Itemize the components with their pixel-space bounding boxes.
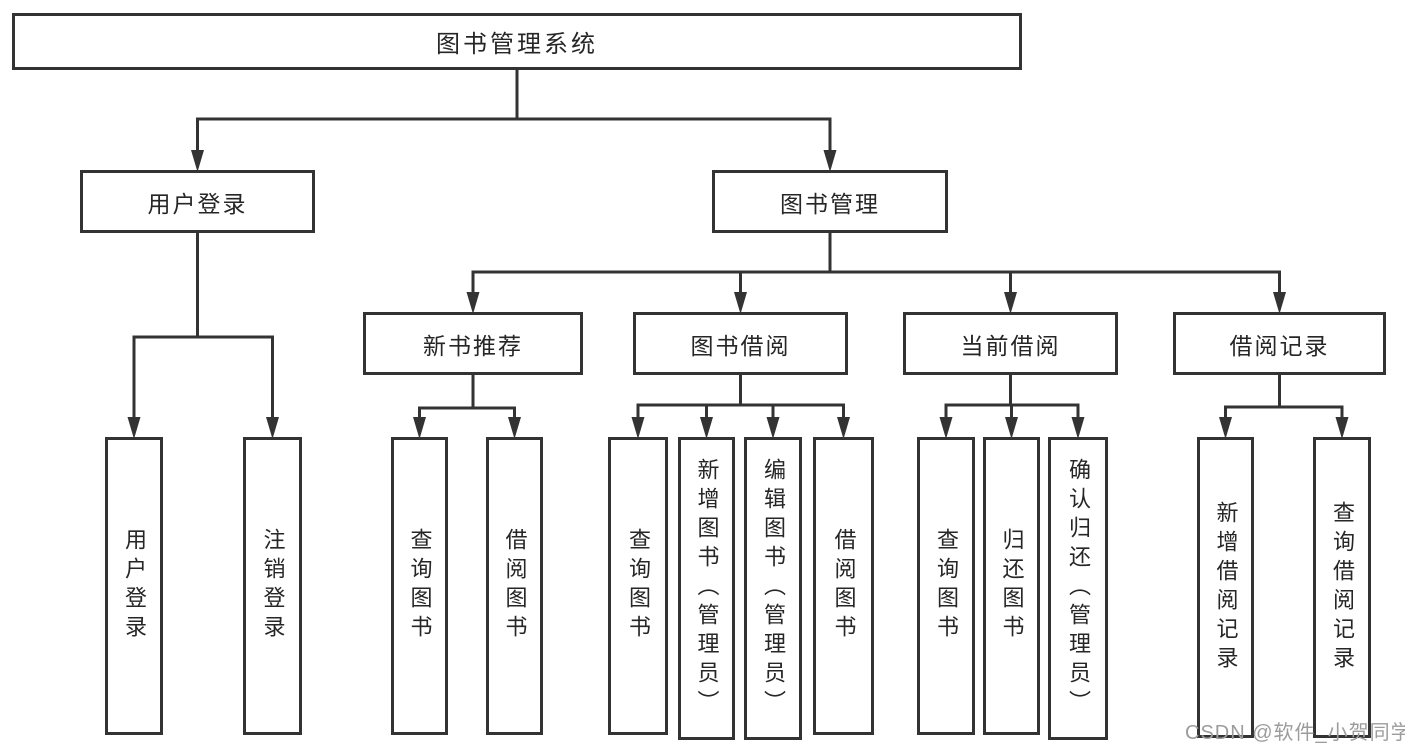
node-borrow-record: 借阅记录 (1173, 312, 1386, 375)
node-label-leaf-borrow-book-2: 借阅图书 (831, 528, 857, 644)
node-leaf-add-record: 新增借阅记录 (1197, 437, 1254, 738)
node-label-borrow-record: 借阅记录 (1229, 332, 1330, 359)
node-label-leaf-logout: 注销登录 (260, 528, 286, 644)
node-leaf-add-book: 新增图书（管理员） (678, 437, 735, 740)
node-label-leaf-edit-book: 编辑图书（管理员） (761, 458, 786, 719)
node-label-leaf-borrow-book-1: 借阅图书 (502, 528, 528, 644)
node-leaf-user-login: 用户登录 (105, 437, 163, 735)
node-label-leaf-user-login: 用户登录 (122, 528, 147, 644)
node-label-book-borrow: 图书借阅 (690, 332, 791, 359)
node-new-book-rec: 新书推荐 (363, 312, 583, 375)
node-label-leaf-query-book-1: 查询图书 (407, 528, 433, 644)
node-leaf-logout: 注销登录 (243, 437, 302, 735)
node-label-leaf-query-book-2: 查询图书 (626, 528, 651, 644)
node-leaf-borrow-book-1: 借阅图书 (486, 437, 543, 735)
node-label-current-borrow: 当前借阅 (960, 332, 1061, 359)
node-label-user-login: 用户登录 (147, 190, 248, 217)
node-label-leaf-add-book: 新增图书（管理员） (694, 458, 720, 719)
node-label-leaf-return-book: 归还图书 (999, 528, 1025, 644)
node-label-book-mgmt: 图书管理 (780, 190, 880, 217)
node-leaf-return-book: 归还图书 (983, 437, 1040, 735)
node-label-leaf-query-book-3: 查询图书 (934, 528, 959, 644)
node-user-login: 用户登录 (80, 170, 315, 233)
node-label-new-book-rec: 新书推荐 (423, 332, 523, 359)
node-label-leaf-confirm-return: 确认归还（管理员） (1066, 458, 1091, 719)
node-label-leaf-add-record: 新增借阅记录 (1213, 500, 1239, 675)
node-label-leaf-query-record: 查询借阅记录 (1330, 500, 1355, 675)
node-leaf-query-book-3: 查询图书 (917, 437, 975, 735)
node-leaf-query-book-2: 查询图书 (608, 437, 668, 735)
node-leaf-borrow-book-2: 借阅图书 (813, 437, 874, 735)
node-current-borrow: 当前借阅 (903, 312, 1118, 375)
node-book-borrow: 图书借阅 (633, 312, 848, 375)
node-leaf-query-book-1: 查询图书 (391, 437, 448, 735)
watermark: CSDN @软件_小贺同学 (1185, 722, 1405, 744)
node-leaf-query-record: 查询借阅记录 (1313, 437, 1371, 738)
node-root: 图书管理系统 (12, 13, 1022, 70)
node-label-root: 图书管理系统 (436, 31, 598, 58)
node-book-mgmt: 图书管理 (712, 170, 948, 233)
node-leaf-edit-book: 编辑图书（管理员） (744, 437, 802, 740)
node-leaf-confirm-return: 确认归还（管理员） (1048, 437, 1108, 740)
